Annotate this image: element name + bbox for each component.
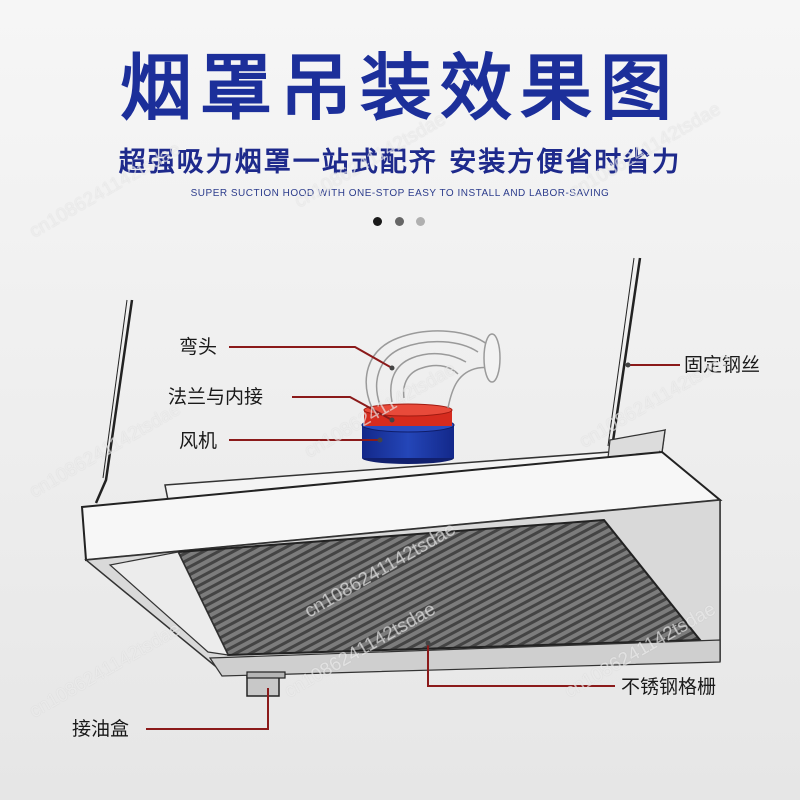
page-title: 烟罩吊装效果图 — [119, 46, 680, 130]
label-oil-box: 接油盒 — [72, 718, 130, 740]
pager-dot-1[interactable] — [373, 217, 382, 226]
page-subtitle: 超强吸力烟罩一站式配齐 安装方便省时省力 — [118, 147, 682, 178]
flange-connector — [363, 403, 453, 426]
pager-dot-3[interactable] — [416, 217, 425, 226]
pager-dot-2[interactable] — [395, 217, 404, 226]
label-fixing-wire: 固定钢丝 — [684, 354, 761, 376]
label-flange: 法兰与内接 — [168, 386, 264, 408]
label-elbow: 弯头 — [179, 336, 218, 358]
elbow-duct — [365, 330, 501, 409]
hood-bottom-lip — [208, 639, 721, 677]
leader-lines — [146, 346, 680, 730]
page-subtitle-english: SUPER SUCTION HOOD WITH ONE-STOP EASY TO… — [190, 188, 610, 199]
stainless-grille — [108, 518, 703, 657]
hood-top-panel — [164, 428, 666, 501]
label-fan: 风机 — [179, 430, 218, 452]
suspension-wires — [94, 257, 642, 504]
oil-collection-box — [246, 671, 286, 697]
label-stainless-grille: 不锈钢格栅 — [621, 676, 717, 698]
